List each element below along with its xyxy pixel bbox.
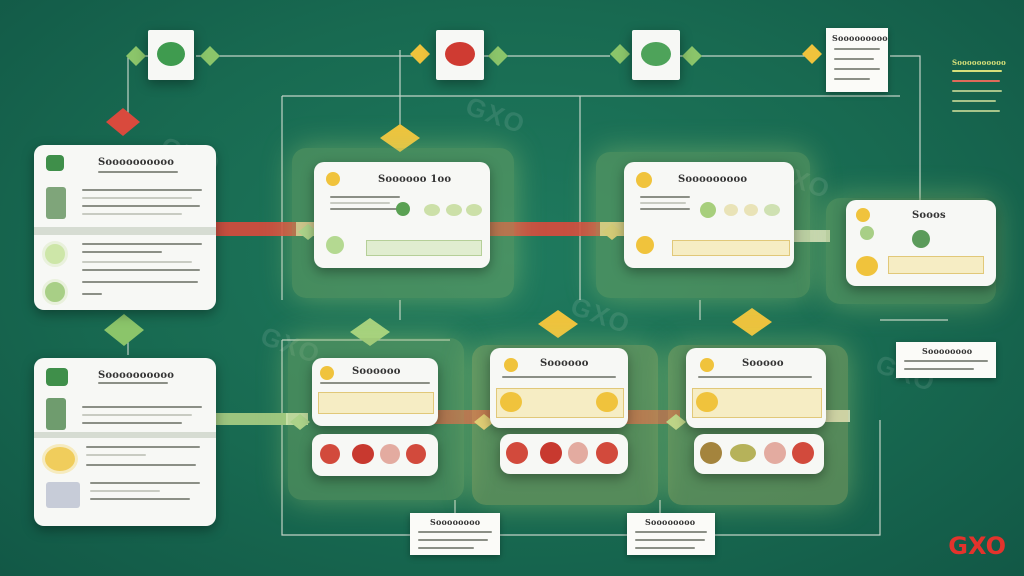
red-status-icon [380,444,400,464]
status-dot-green [912,230,930,248]
package-icon [596,392,618,412]
process-card-mid-top-3: Sooos [846,200,996,286]
red-status-icon [320,444,340,464]
status-dot-green [700,202,716,218]
olive-status-icon [730,444,756,462]
coin-icon [636,172,652,188]
red-status-icon [792,442,814,464]
brand-logo: GXO [948,532,1006,560]
coin-icon [700,358,714,372]
coin-icon [326,172,340,186]
card-badge-icon [46,368,68,386]
package-icon [500,392,522,412]
status-dot [764,204,780,216]
process-card-left-top: Soooooooooo [34,145,216,310]
status-dot [744,204,758,216]
package-icon [696,392,718,412]
red-status-icon [506,442,528,464]
status-row-card [312,434,438,476]
bottom-note-box: Soooooooo [627,513,715,555]
red-badge-icon [445,42,475,66]
right-note-box: Soooooooo [896,342,996,378]
status-row-card [694,434,824,474]
card-title: Soooooo 1oo [378,174,452,185]
note-title: Soooooooo [645,517,696,527]
search-icon [326,236,344,254]
red-status-icon [352,444,374,464]
card-title: Soooooooooo [98,370,175,381]
card-title: Sooooo [742,358,784,369]
card-title: Sooos [912,210,946,221]
right-side-text: Soooooooooo [952,58,1008,118]
process-card-mid-top-2: Sooooooooo [624,162,794,268]
note-title: Soooooooo [922,346,973,356]
status-dot-green [396,202,410,216]
top-badge-box [436,30,484,80]
status-row-card [500,434,628,474]
green-badge-icon [641,42,671,66]
card-title: Soooooo [352,366,401,377]
status-dot [724,204,738,216]
coin-icon [320,366,334,380]
process-card-mid-bottom-3: Sooooo [686,348,826,428]
globe-icon [42,279,68,305]
note-title: Sooooooooo [832,33,888,43]
status-dot [446,204,462,216]
red-status-icon [568,442,588,464]
top-badge-box [632,30,680,80]
green-badge-icon [157,42,185,66]
bottom-note-box: Soooooooo [410,513,500,555]
red-status-icon [540,442,562,464]
top-right-note: Sooooooooo [826,28,888,92]
process-card-mid-bottom-1: Soooooo [312,358,438,426]
package-icon [636,236,654,254]
package-icon [42,444,78,474]
card-badge-icon [46,155,64,171]
truck-icon [46,482,80,508]
process-card-mid-bottom-2: Soooooo [490,348,628,428]
top-badge-box [148,30,194,80]
green-check-icon [860,226,874,240]
process-card-left-bottom: Soooooooooo [34,358,216,526]
note-title: Soooooooo [430,517,481,527]
package-icon [856,256,878,276]
card-title: Sooooooooo [678,174,748,185]
status-dot [466,204,482,216]
card-title: Soooooooooo [98,157,175,168]
warehouse-icon [46,398,66,430]
process-card-mid-top-1: Soooooo 1oo [314,162,490,268]
red-status-icon [764,442,786,464]
flow-arrows [216,222,850,425]
coin-icon [856,208,870,222]
coin-icon [504,358,518,372]
status-dot [424,204,440,216]
right-text-title: Soooooooooo [952,58,1006,67]
olive-status-icon [700,442,722,464]
decision-diamonds [104,44,822,430]
warehouse-icon [46,187,66,219]
red-status-icon [596,442,618,464]
globe-icon [42,241,68,267]
red-status-icon [406,444,426,464]
card-title: Soooooo [540,358,589,369]
